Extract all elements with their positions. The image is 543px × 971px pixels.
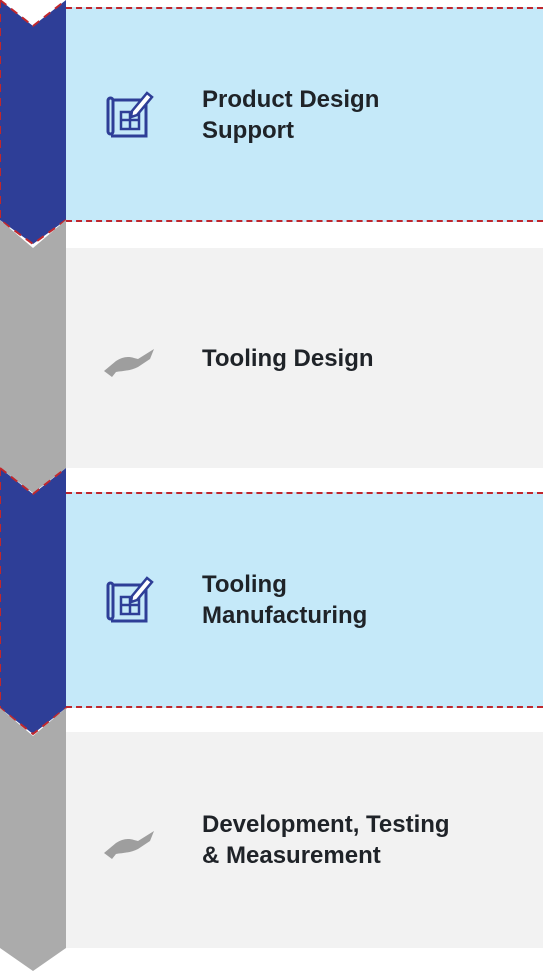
- step-chevron: [0, 467, 67, 736]
- step-development-testing-measurement[interactable]: Development, Testing & Measurement: [0, 708, 543, 971]
- step-label-line1: Tooling Design: [202, 344, 374, 372]
- step-chevron: [0, 708, 66, 971]
- step-tooling-design[interactable]: Tooling Design: [0, 220, 543, 493]
- step-chevron: [0, 220, 66, 493]
- step-panel: Product Design Support: [66, 7, 543, 222]
- step-label: Tooling Design: [202, 343, 542, 374]
- step-product-design-support[interactable]: Product Design Support: [0, 0, 543, 246]
- blueprint-icon: [102, 88, 156, 142]
- step-label: Product Design Support: [202, 84, 542, 146]
- step-panel: Tooling Design: [66, 248, 543, 468]
- step-label-line1: Tooling: [202, 571, 287, 598]
- step-chevron: [0, 0, 67, 246]
- blueprint-icon: [102, 573, 156, 627]
- step-panel: Tooling Manufacturing: [66, 492, 543, 708]
- step-label-line2: Manufacturing: [202, 602, 368, 629]
- hand-icon: [102, 813, 156, 867]
- step-panel: Development, Testing & Measurement: [66, 732, 543, 948]
- hand-icon: [102, 331, 156, 385]
- step-label-line2: & Measurement: [202, 842, 381, 869]
- step-label-line1: Product Design: [202, 85, 380, 113]
- step-label-line2: Support: [202, 116, 294, 144]
- step-label-line1: Development, Testing: [202, 811, 450, 838]
- step-tooling-manufacturing[interactable]: Tooling Manufacturing: [0, 467, 543, 736]
- step-label: Tooling Manufacturing: [202, 569, 542, 631]
- step-label: Development, Testing & Measurement: [202, 809, 542, 871]
